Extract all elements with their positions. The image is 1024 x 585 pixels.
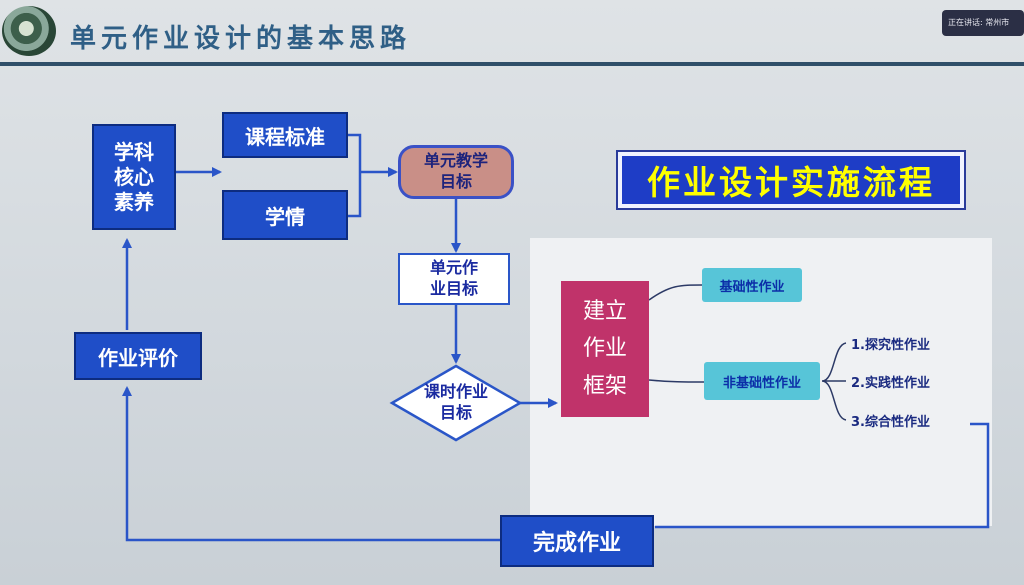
branch-basic (648, 284, 703, 301)
node-basic-homework: 基础性作业 (702, 268, 802, 302)
node-nonbasic-homework: 非基础性作业 (704, 362, 820, 400)
node-learner-situation: 学情 (222, 190, 348, 240)
logo-emblem (2, 6, 56, 56)
node-lesson-homework-goal: 课时作业 目标 (423, 382, 488, 422)
subtype-inquiry: 1.探究性作业 (851, 338, 930, 353)
node-complete-homework: 完成作业 (500, 515, 654, 567)
node-core-literacy: 学科 核心 素养 (92, 124, 176, 230)
branch-nonbasic (648, 379, 705, 383)
node-build-framework: 建立 作业 框架 (561, 281, 649, 417)
arrow-subtypes-to-complete (655, 422, 990, 529)
speaker-badge: 正在讲话: 常州市 (942, 10, 1024, 36)
subtype-comprehensive: 3.综合性作业 (851, 415, 930, 430)
node-unit-teaching-goal: 单元教学 目标 (398, 145, 514, 199)
page-title: 单元作业设计的基本思路 (70, 24, 412, 54)
node-curriculum-standard: 课程标准 (222, 112, 348, 158)
arrow-complete-to-evaluation (122, 386, 500, 542)
brace-subtypes (821, 342, 847, 421)
bracket-standard-situation (348, 133, 362, 218)
node-unit-homework-goal: 单元作 业目标 (398, 253, 510, 305)
subtype-practical: 2.实践性作业 (851, 376, 930, 391)
title-divider (0, 62, 1024, 66)
speaker-badge-text: 正在讲话: 常州市 (948, 18, 1010, 27)
node-homework-evaluation: 作业评价 (74, 332, 202, 380)
implementation-title: 作业设计实施流程 (618, 152, 964, 208)
diamond-lesson-goal (389, 364, 523, 442)
